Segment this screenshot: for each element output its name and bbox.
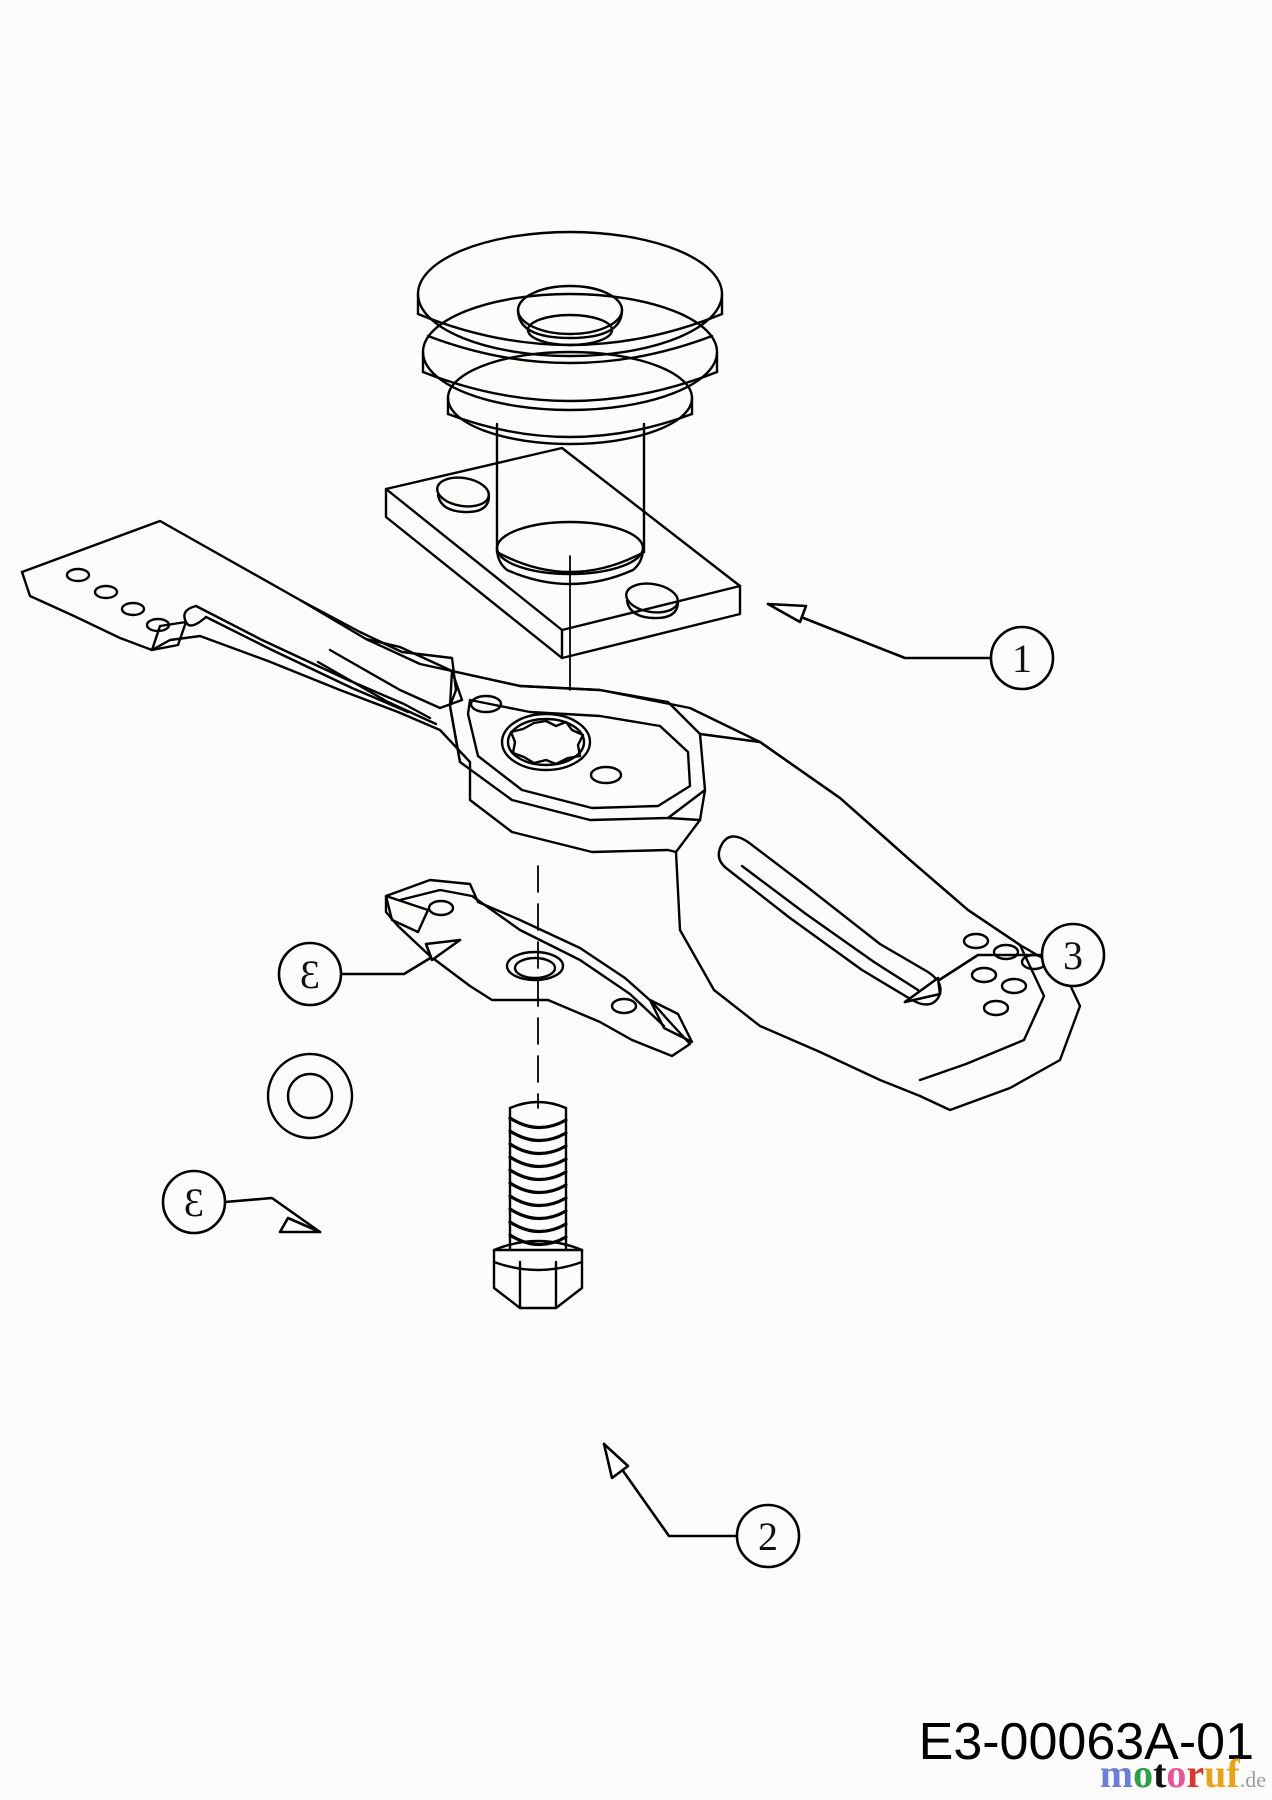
blade-rib-inner-right [740, 864, 920, 992]
spindle-shoulder-bottom [446, 412, 694, 439]
blade-fold-crease [328, 648, 464, 710]
blade-right-wing-upper [698, 732, 1022, 947]
blade-lower-fold [448, 688, 462, 764]
blade-centre-star-hole [509, 719, 585, 766]
blade-centre-hole-inner [506, 717, 586, 767]
blade-bar-centre-hole-outer [505, 950, 565, 982]
watermark-letter-u: u [1204, 1751, 1227, 1796]
callout-3-right-label: 3 [1063, 933, 1083, 978]
flange-hole-left-depth [436, 493, 491, 514]
part-hex-head-bolt [492, 865, 584, 1310]
arrowhead-callout-3-left-lower [278, 1216, 322, 1234]
blade-rib-cap-left [183, 604, 208, 627]
spindle-shoulder-top [446, 350, 694, 446]
bolt-threads [508, 1116, 568, 1247]
blade-locating-hole-lower [589, 765, 623, 785]
callout-3-left-lower-label: 3 [184, 1180, 204, 1225]
watermark-letter-t: t [1153, 1751, 1167, 1796]
watermark-letter-m: m [1099, 1751, 1134, 1796]
blade-outline-upper [20, 519, 1065, 972]
blade-hole-tip-right-5 [1000, 977, 1028, 995]
watermark-motoruf: motoruf.de [1100, 1754, 1266, 1794]
bolt-shank-top [508, 1100, 568, 1110]
blade-hole-tip-left-3 [120, 601, 146, 617]
callout-1[interactable]: 1 [989, 625, 1055, 691]
callout-3-left-upper-circle[interactable] [277, 941, 343, 1007]
blade-bar-boss-right [610, 997, 638, 1015]
blade-shoulder-right [666, 816, 702, 822]
callout-2[interactable]: 2 [735, 1503, 801, 1569]
part-blade-bar-support [384, 878, 694, 1058]
pulley-groove-line [426, 334, 714, 365]
blade-right-tip-outline [918, 968, 1082, 1112]
arrowhead-callout-1 [766, 602, 808, 624]
blade-locating-hole-upper [469, 694, 503, 714]
callout-leaders [223, 602, 1044, 1538]
callout-3-left-lower[interactable]: 3 [161, 1169, 227, 1235]
pulley-bore-depth [516, 308, 624, 340]
bolt-hex-head-top [492, 1239, 584, 1252]
watermark-letter-f: f [1226, 1751, 1240, 1796]
blade-bar-end-tab-left [384, 894, 430, 934]
watermark-letter-o1: o [1133, 1751, 1154, 1796]
blade-hole-tip-right-1 [962, 932, 990, 950]
washer-outer-circle [266, 1052, 354, 1140]
blade-hole-tip-left-2 [93, 584, 119, 600]
callout-2-circle[interactable] [735, 1503, 801, 1569]
callout-1-label: 1 [1012, 636, 1032, 681]
blade-rib-inner-left [204, 615, 410, 714]
part-mower-blade [20, 519, 1082, 1112]
bolt-hex-head-body [492, 1248, 584, 1310]
blade-cutting-edge-left [20, 570, 442, 732]
callout-2-label: 2 [758, 1514, 778, 1559]
callout-bubbles[interactable]: 1 2 3 3 3 [161, 625, 1106, 1569]
blade-rib-outer-right [717, 835, 942, 1006]
blade-fold-upper-2 [364, 637, 454, 673]
blade-rib-outer-left [194, 604, 432, 720]
blade-right-tip-edge [918, 943, 1046, 1082]
blade-hole-tip-right-4 [970, 966, 998, 984]
blade-centre-hole-outer [500, 712, 592, 772]
watermark-letter-o2: o [1166, 1751, 1187, 1796]
drawing-number: E3-00063A-01 [918, 1713, 1254, 1771]
callout-3-right-circle[interactable] [1040, 922, 1106, 988]
callout-3-right[interactable]: 3 [1040, 922, 1106, 988]
spindle-hub-collar-skirt [495, 546, 645, 572]
blade-centre-pan-inner [466, 698, 692, 810]
flange-plate-front-edge [384, 487, 564, 660]
watermark-letter-r: r [1186, 1751, 1205, 1796]
blade-bar-inner-fold [398, 888, 666, 1028]
blade-hole-tip-left-1 [65, 567, 91, 583]
blade-bar-end-tab-right [648, 998, 694, 1044]
pulley-bottom-face [416, 312, 724, 347]
leader-callout-3-left-lower [223, 1196, 322, 1234]
pulley-lower-bottom [421, 370, 719, 403]
part-washer [266, 1052, 354, 1140]
blade-fold-upper [298, 598, 458, 692]
arrowhead-callout-3-left-upper [424, 938, 462, 962]
callout-1-circle[interactable] [989, 625, 1055, 691]
callout-3-left-upper[interactable]: 3 [277, 941, 343, 1007]
watermark-suffix: .de [1239, 1767, 1266, 1792]
washer-inner-circle [286, 1072, 334, 1120]
bolt-hex-head-chamfer [492, 1260, 584, 1272]
arrowhead-callout-3-right [903, 976, 942, 1004]
blade-hole-tip-right-2 [992, 943, 1020, 961]
callout-3-left-upper-label: 3 [300, 952, 320, 997]
blade-right-wing-lower [674, 788, 922, 1098]
leader-callout-1 [766, 602, 993, 660]
blade-bar-centre-hole-inner [513, 956, 557, 980]
flange-plate-top [384, 446, 742, 632]
blade-hole-tip-right-6 [982, 999, 1010, 1017]
blade-thickness-lower-left [438, 728, 678, 854]
leader-callout-2 [602, 1442, 739, 1538]
flange-hole-right-depth [625, 599, 680, 620]
callout-3-left-lower-circle[interactable] [161, 1169, 227, 1235]
flange-plate-right-edge [560, 584, 742, 660]
part-blade-adapter-spindle [384, 230, 742, 691]
blade-fold-crease-2 [316, 660, 438, 726]
blade-bar-boss-left [427, 899, 455, 917]
arrowhead-callout-2 [602, 1442, 630, 1480]
